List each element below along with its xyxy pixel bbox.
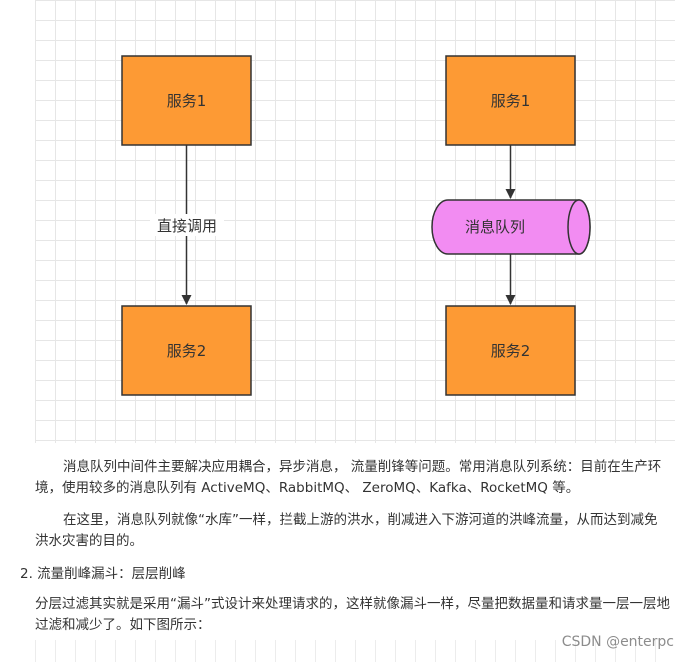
left-service1-label: 服务1 bbox=[167, 92, 207, 110]
right-service1-node: 服务1 bbox=[445, 55, 576, 146]
paragraph-layered-filtering: 分层过滤其实就是采用“漏斗”式设计来处理请求的，这样就像漏斗一样，尽量把数据量和… bbox=[35, 596, 670, 633]
left-service2-node: 服务2 bbox=[121, 305, 252, 396]
architecture-diagram: 服务1 直接调用 服务2 服务1 消息队列 服务2 bbox=[121, 55, 591, 396]
paragraph-reservoir-analogy: 在这里，消息队列就像“水库”一样，拦截上游的洪水，削减进入下游河道的洪峰流量，从… bbox=[35, 512, 658, 549]
next-diagram-grid-edge bbox=[35, 640, 675, 662]
csdn-watermark: CSDN @enterpc bbox=[561, 634, 674, 650]
direct-call-label: 直接调用 bbox=[157, 217, 217, 235]
paragraph-message-queue-intro: 消息队列中间件主要解决应用耦合，异步消息， 流量削锋等问题。常用消息队列系统：目… bbox=[35, 459, 662, 496]
edge-label-bg bbox=[150, 214, 224, 236]
left-service1-node: 服务1 bbox=[121, 55, 252, 146]
right-service1-label: 服务1 bbox=[491, 92, 531, 110]
message-queue-node: 消息队列 bbox=[431, 199, 591, 255]
right-service2-label: 服务2 bbox=[491, 342, 531, 360]
right-service2-node: 服务2 bbox=[445, 305, 576, 396]
section-heading-funnel: 2. 流量削峰漏斗：层层削峰 bbox=[20, 566, 186, 582]
message-queue-label: 消息队列 bbox=[465, 218, 525, 236]
left-service2-label: 服务2 bbox=[167, 342, 207, 360]
